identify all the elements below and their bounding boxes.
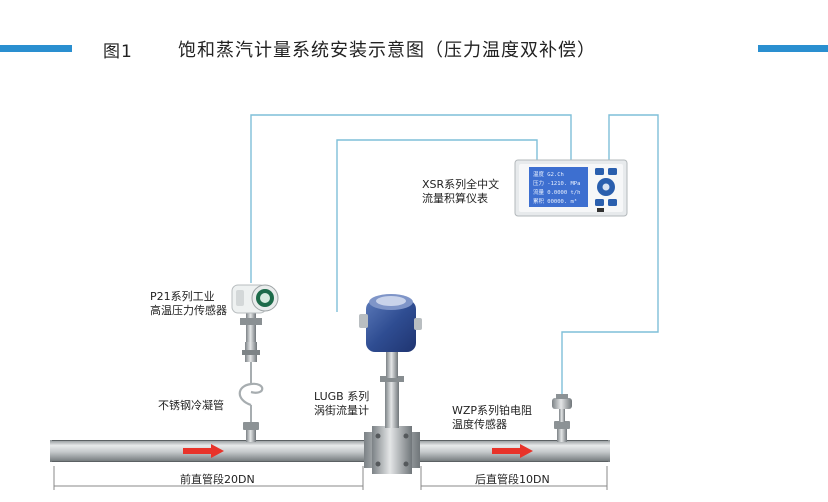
main-pipe xyxy=(50,440,610,462)
lcd-row: 累积 00000. m³ xyxy=(533,198,577,205)
lcd-row: 压力 -1210. MPa xyxy=(533,179,580,187)
pressure-label-line2: 高温压力传感器 xyxy=(150,303,227,317)
flow-arrow-icon xyxy=(183,444,224,458)
flowmeter-label-line1: LUGB 系列 xyxy=(314,389,369,403)
wire-pressure xyxy=(250,114,572,283)
flowmeter-label-line2: 涡街流量计 xyxy=(314,403,369,417)
temperature-sensor xyxy=(552,394,572,442)
labels-text: XSR系列全中文 流量积算仪表 P21系列工业 高温压力传感器 不锈钢冷凝管 L… xyxy=(150,177,550,486)
xsr-instrument: 温度 G2.Ch 压力 -1210. MPa 流量 0.0000 t/h 累积 … xyxy=(514,159,628,217)
upstream-pipe-label: 前直管段20DN xyxy=(180,472,255,486)
dimension-lines xyxy=(53,466,608,490)
figure-title: 饱和蒸汽计量系统安装示意图（压力温度双补偿） xyxy=(178,40,596,61)
lcd-row: 温度 G2.Ch xyxy=(533,170,564,178)
figure-label: 图1 xyxy=(103,42,133,62)
signal-wires xyxy=(250,114,659,395)
instrument-label-line2: 流量积算仪表 xyxy=(422,191,488,205)
instrument-label-line1: XSR系列全中文 xyxy=(422,177,499,191)
pressure-label-line1: P21系列工业 xyxy=(150,289,215,303)
downstream-pipe-label: 后直管段10DN xyxy=(475,472,550,486)
flow-arrow-icon xyxy=(492,444,533,458)
temperature-label-line1: WZP系列铂电阻 xyxy=(452,403,532,417)
pressure-transmitter xyxy=(231,284,279,442)
accent-bar-left xyxy=(0,45,72,52)
wire-flowmeter xyxy=(336,139,538,312)
flow-arrows xyxy=(183,444,533,458)
lcd-row: 流量 0.0000 t/h xyxy=(533,188,580,196)
condenser-label: 不锈钢冷凝管 xyxy=(158,398,224,412)
vortex-flowmeter xyxy=(359,294,422,474)
accent-bar-right xyxy=(758,45,828,52)
wire-temperature xyxy=(561,114,659,395)
temperature-label-line2: 温度传感器 xyxy=(452,417,507,431)
lcd-screen xyxy=(529,167,588,207)
keypad xyxy=(595,168,617,206)
